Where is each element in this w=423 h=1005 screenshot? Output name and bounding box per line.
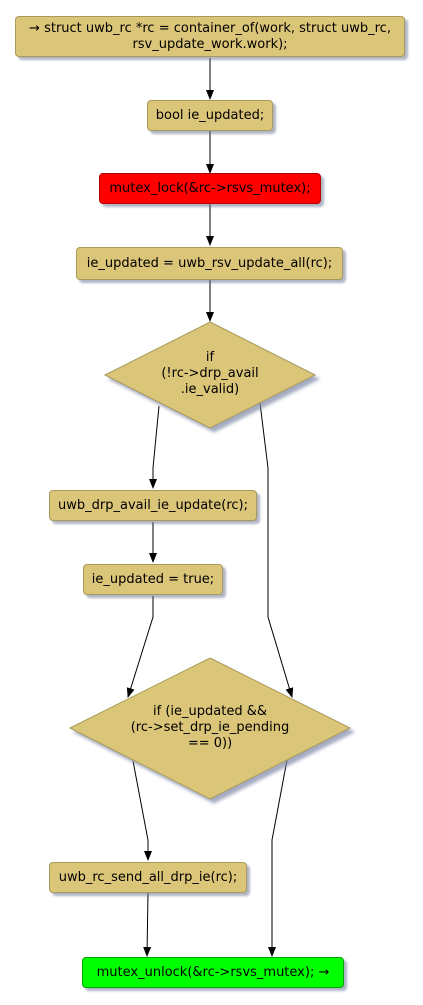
edge-settrue-to-cond2 bbox=[126, 596, 154, 698]
send-all-drp-ie-box: uwb_rc_send_all_drp_ie(rc); bbox=[49, 862, 247, 893]
declare-ie-updated-box: bool ie_updated; bbox=[147, 100, 273, 131]
edge-cond2-to-unlock bbox=[268, 759, 288, 957]
mutex-lock-box: mutex_lock(&rc->rsvs_mutex); bbox=[99, 173, 321, 204]
edge-cond1-to-avail bbox=[149, 405, 160, 489]
mutex-unlock-box: mutex_unlock(&rc->rsvs_mutex); → bbox=[82, 957, 344, 988]
edge-cond2-to-send bbox=[132, 760, 152, 861]
edge-send-to-unlock bbox=[143, 892, 152, 957]
drp-avail-ie-update-box: uwb_drp_avail_ie_update(rc); bbox=[49, 490, 257, 521]
edge-cond1-to-cond2 bbox=[259, 402, 294, 698]
start-statement-box: → struct uwb_rc *rc = container_of(work,… bbox=[15, 16, 405, 57]
decision-ie-updated-diamond bbox=[68, 657, 352, 800]
set-ie-updated-true-box: ie_updated = true; bbox=[83, 564, 223, 595]
decision-ie-updated-label: if (ie_updated && (rc->set_drp_ie_pendin… bbox=[130, 704, 290, 751]
rsv-update-all-box: ie_updated = uwb_rsv_update_all(rc); bbox=[76, 247, 343, 280]
edges bbox=[126, 58, 294, 957]
decision-drp-avail-diamond bbox=[103, 321, 317, 429]
decision-drp-avail-label: if (!rc->drp_avail .ie_valid) bbox=[161, 350, 259, 397]
